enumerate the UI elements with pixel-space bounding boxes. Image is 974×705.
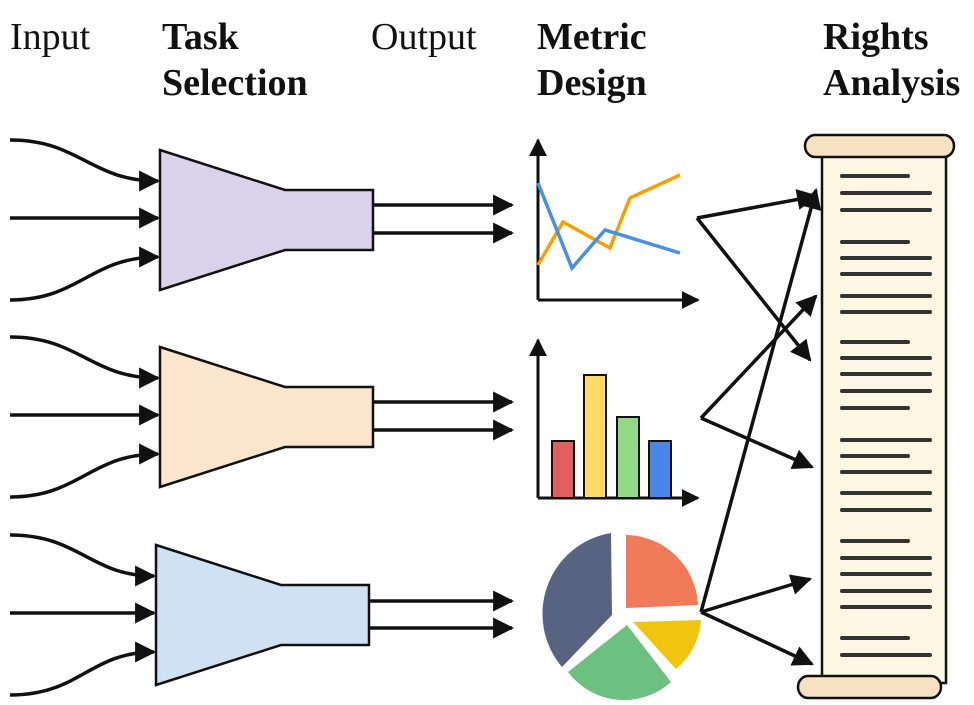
- analysis-arrows: [695, 187, 822, 666]
- input-arrow-1c: [9, 246, 161, 302]
- header-input: Input: [10, 16, 91, 58]
- input-arrows: [9, 138, 161, 697]
- header-selection: Selection: [162, 62, 308, 104]
- line-series-blue: [536, 182, 681, 272]
- input-arrow-1a: [9, 138, 161, 192]
- pie-slice-slate: [542, 533, 612, 667]
- input-arrow-3c: [9, 641, 157, 697]
- task-funnel-1: [158, 148, 375, 292]
- header-rights: Rights: [823, 16, 929, 58]
- analysis-arrow-2: [695, 216, 812, 362]
- bar-red: [551, 440, 575, 499]
- pie-slice-green: [568, 625, 671, 701]
- header-metric: Metric: [537, 16, 647, 58]
- analysis-arrow-4: [700, 416, 814, 469]
- pie-slice-coral: [626, 535, 698, 608]
- analysis-arrow-3: [699, 294, 818, 420]
- analysis-arrow-1: [696, 189, 819, 220]
- input-arrow-2c: [9, 443, 161, 499]
- header-task: Task: [162, 16, 239, 58]
- line-series-orange: [536, 173, 681, 266]
- pie-slice-yellow: [633, 620, 701, 669]
- bar-green: [616, 416, 640, 499]
- analysis-arrow-5: [699, 187, 822, 613]
- document-scroll-icon: [796, 133, 956, 700]
- header-design: Design: [537, 62, 647, 104]
- analysis-arrow-6: [700, 574, 813, 614]
- analysis-arrow-7: [700, 610, 814, 666]
- task-funnels: [154, 148, 375, 687]
- header-output: Output: [371, 16, 477, 58]
- input-arrow-3a: [9, 533, 157, 587]
- bar-chart-icon: [529, 338, 700, 507]
- input-arrow-2a: [9, 335, 161, 389]
- bar-yellow: [583, 374, 607, 499]
- task-funnel-2: [158, 345, 375, 489]
- output-arrows: [369, 194, 515, 639]
- pie-chart-icon: [542, 533, 701, 701]
- bar-blue: [648, 440, 672, 499]
- line-chart-icon: [529, 138, 700, 309]
- task-funnel-3: [154, 543, 371, 687]
- header-analysis: Analysis: [823, 62, 961, 104]
